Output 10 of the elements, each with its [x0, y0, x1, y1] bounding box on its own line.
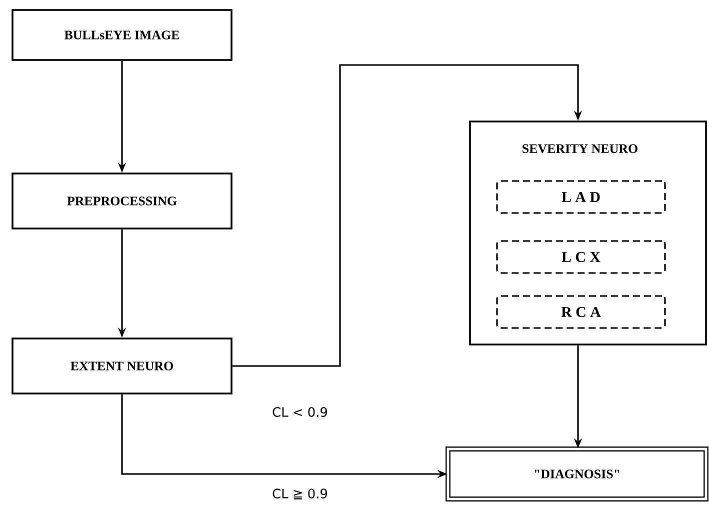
module-box: L C X [496, 240, 666, 274]
result-box: "DIAGNOSIS" [446, 446, 708, 502]
edge-label: CL ≧ 0.9 [271, 488, 329, 500]
arrow [232, 64, 582, 367]
process-box: BULLsEYE IMAGE [12, 9, 232, 61]
edge-label: CL < 0.9 [271, 406, 329, 418]
process-box: PREPROCESSING [12, 172, 232, 230]
module-box: R C A [496, 295, 666, 329]
module-box: L A D [496, 180, 666, 214]
process-box: EXTENT NEURO [12, 338, 232, 394]
